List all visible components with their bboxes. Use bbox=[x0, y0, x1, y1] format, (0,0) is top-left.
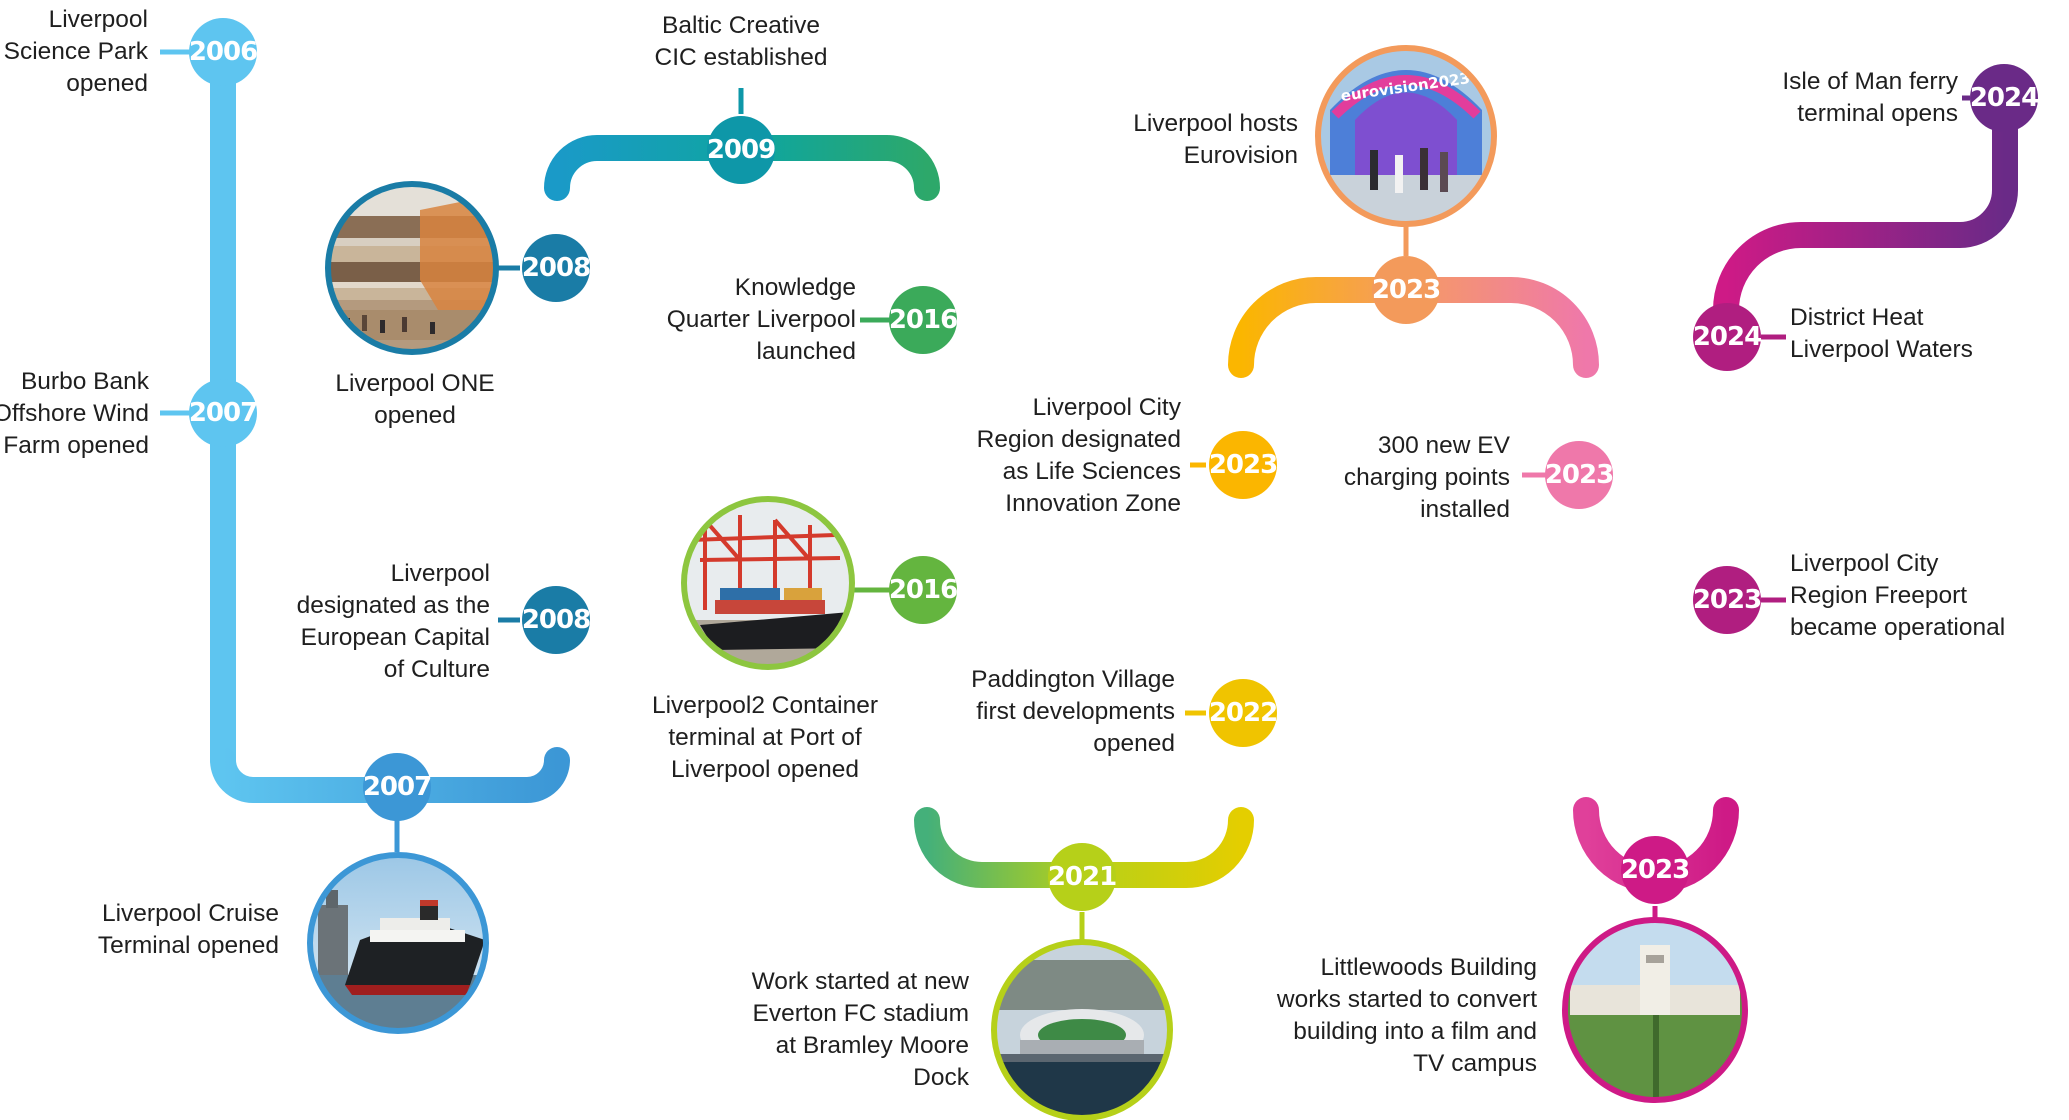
year-label: 2016 bbox=[889, 575, 957, 605]
event-life-sciences: Liverpool City Region designated as Life… bbox=[976, 394, 1181, 517]
year-node-2008: 2008 bbox=[522, 586, 591, 654]
event-everton-stadium: Work started at new Everton FC stadium a… bbox=[751, 968, 969, 1091]
event-paddington-village: Paddington Village first developments op… bbox=[971, 666, 1175, 757]
event-burbo-bank: Burbo Bank Offshore Wind Farm opened bbox=[0, 368, 149, 459]
year-node-2024: 2024 bbox=[1693, 303, 1762, 371]
photo-liverpool-one bbox=[325, 181, 499, 355]
event-cruise-terminal: Liverpool Cruise Terminal opened bbox=[97, 900, 279, 959]
year-label: 2023 bbox=[1209, 450, 1277, 480]
event-knowledge-quarter: Knowledge Quarter Liverpool launched bbox=[666, 274, 856, 365]
event-ev-charging: 300 new EV charging points installed bbox=[1343, 432, 1510, 523]
year-node-2023: 2023 bbox=[1693, 566, 1762, 634]
year-label: 2022 bbox=[1209, 698, 1277, 728]
year-node-2023: 2023 bbox=[1621, 836, 1690, 904]
year-label: 2006 bbox=[189, 37, 257, 67]
year-node-2023: 2023 bbox=[1209, 431, 1278, 499]
photo-cruise-terminal bbox=[307, 852, 489, 1034]
photo-littlewoods bbox=[1562, 917, 1748, 1103]
year-node-2021: 2021 bbox=[1048, 843, 1117, 911]
year-label: 2008 bbox=[522, 605, 590, 635]
year-label: 2007 bbox=[363, 772, 431, 802]
year-label: 2007 bbox=[189, 398, 257, 428]
photo-liverpool2 bbox=[681, 496, 855, 670]
year-label: 2024 bbox=[1970, 83, 2038, 113]
event-ferry-terminal: Isle of Man ferry terminal opens bbox=[1782, 68, 1958, 127]
event-capital-of-culture: Liverpool designated as the European Cap… bbox=[296, 560, 490, 683]
event-district-heat: District Heat Liverpool Waters bbox=[1790, 304, 1973, 363]
year-node-2008: 2008 bbox=[522, 234, 591, 302]
event-eurovision: Liverpool hosts Eurovision bbox=[1133, 110, 1298, 169]
event-science-park: Liverpool Science Park opened bbox=[3, 6, 148, 97]
photo-everton-stadium bbox=[991, 939, 1173, 1120]
year-node-2007: 2007 bbox=[189, 379, 258, 447]
year-label: 2008 bbox=[522, 253, 590, 283]
year-node-2006: 2006 bbox=[189, 18, 258, 86]
year-node-2016: 2016 bbox=[889, 556, 958, 624]
year-node-2023: 2023 bbox=[1545, 441, 1614, 509]
event-freeport: Liverpool City Region Freeport became op… bbox=[1790, 550, 2006, 641]
year-node-2016: 2016 bbox=[889, 286, 958, 354]
year-label: 2023 bbox=[1621, 855, 1689, 885]
year-label: 2021 bbox=[1048, 862, 1116, 892]
year-node-2024: 2024 bbox=[1970, 64, 2039, 132]
year-node-2007: 2007 bbox=[363, 753, 432, 821]
year-node-2023: 2023 bbox=[1372, 256, 1441, 324]
year-label: 2023 bbox=[1693, 585, 1761, 615]
event-littlewoods: Littlewoods Building works started to co… bbox=[1276, 954, 1537, 1077]
year-label: 2016 bbox=[889, 305, 957, 335]
year-label: 2023 bbox=[1545, 460, 1613, 490]
event-liverpool-one: Liverpool ONE opened bbox=[335, 370, 495, 429]
year-node-2009: 2009 bbox=[707, 116, 776, 184]
photo-eurovision: eurovision2023 bbox=[1315, 45, 1497, 227]
year-node-2022: 2022 bbox=[1209, 679, 1278, 747]
event-liverpool2: Liverpool2 Container terminal at Port of… bbox=[651, 692, 879, 783]
event-baltic-creative: Baltic Creative CIC established bbox=[654, 12, 828, 71]
year-label: 2024 bbox=[1693, 322, 1761, 352]
connector-ticks bbox=[160, 49, 1970, 942]
year-label: 2009 bbox=[707, 135, 775, 165]
year-label: 2023 bbox=[1372, 275, 1440, 305]
